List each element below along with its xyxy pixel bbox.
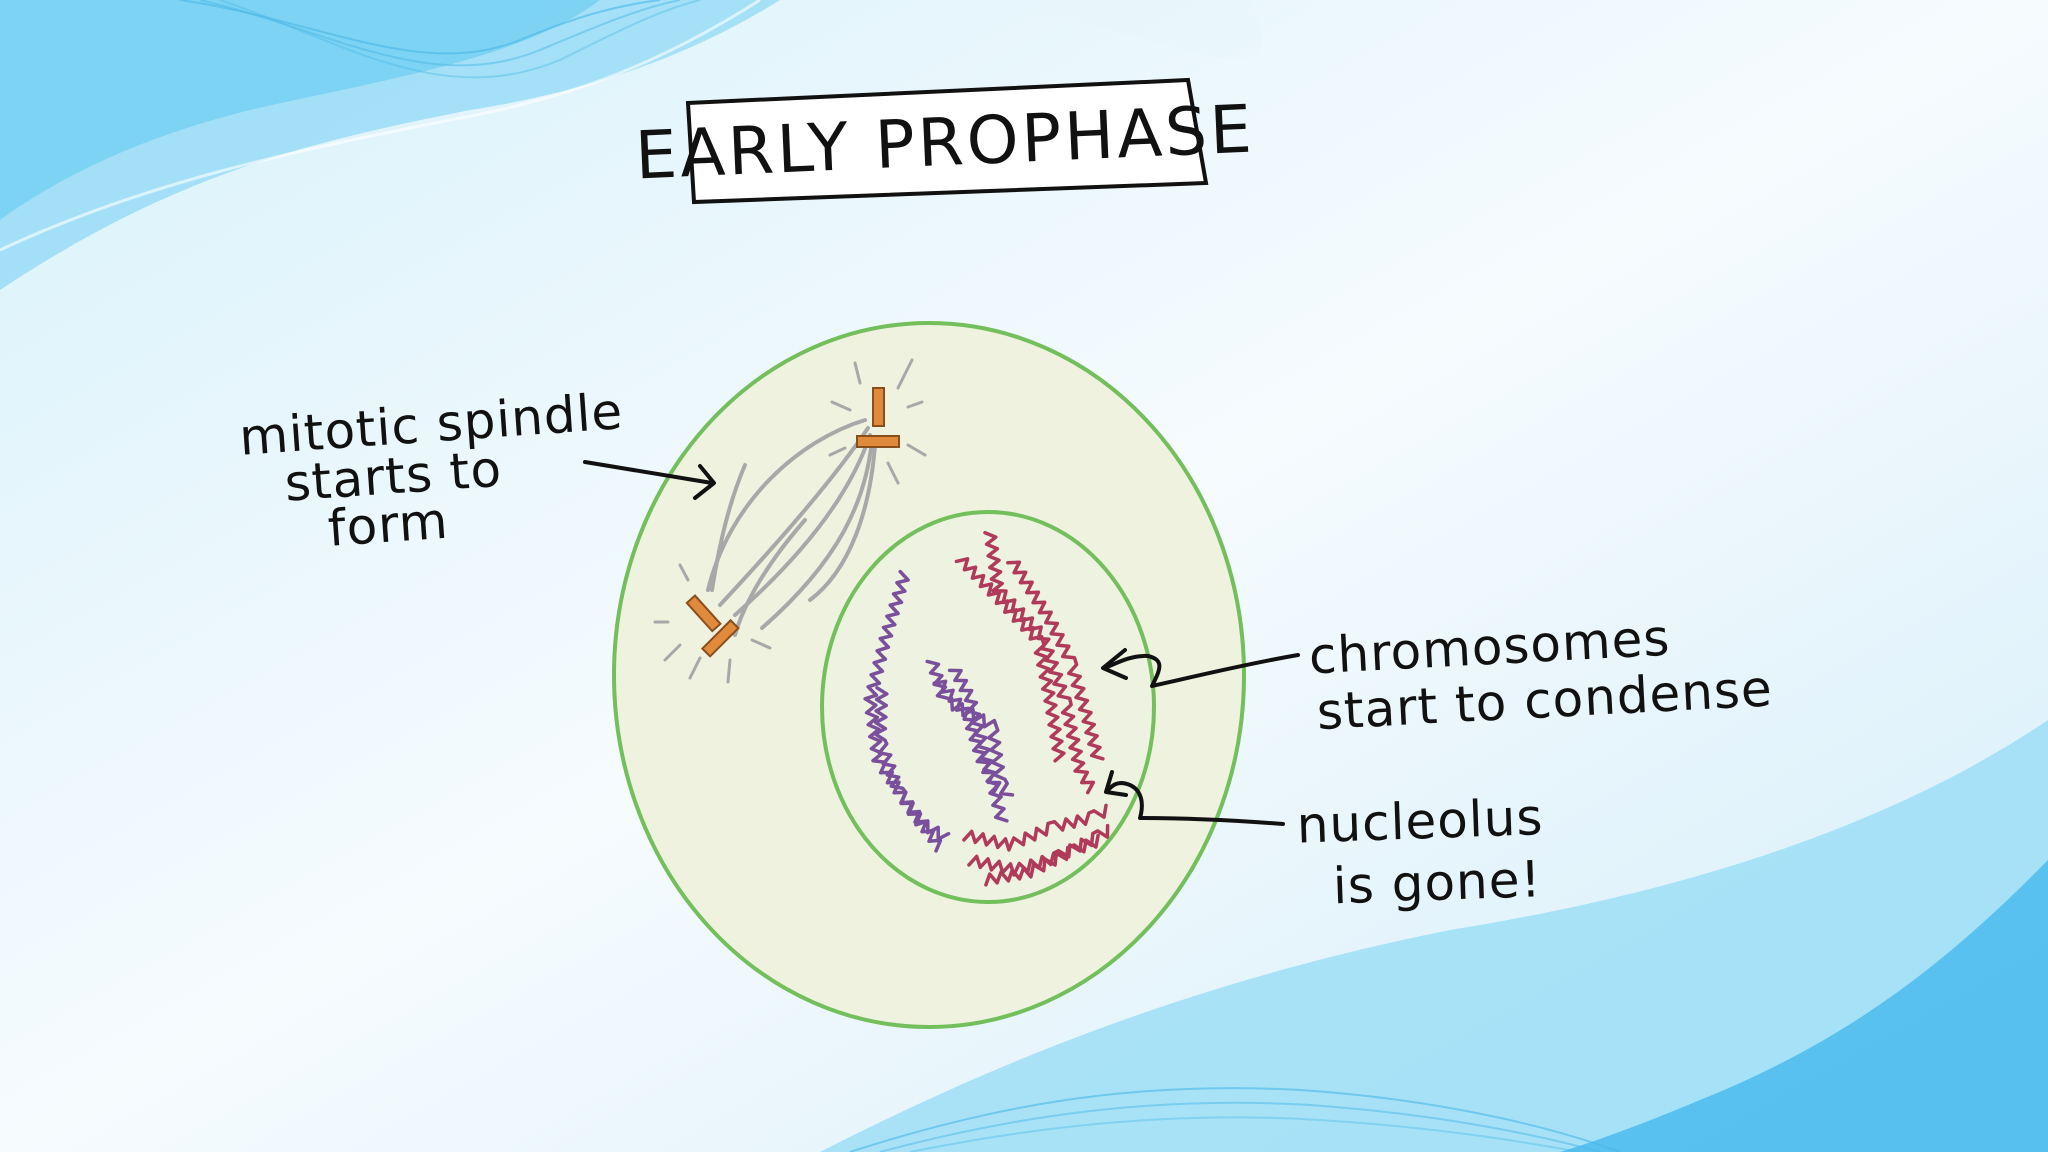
chromosome-strand <box>984 833 1100 887</box>
nucleolus-arrow <box>1104 770 1285 826</box>
chromosomes-purple <box>863 569 1015 853</box>
chromosomes-red <box>954 530 1110 887</box>
nucleolus-label: nucleolus is gone! <box>1296 788 1545 915</box>
nucleolus-label-line-1: nucleolus <box>1296 788 1545 855</box>
chromosome-strand <box>932 679 1002 795</box>
nucleolus-label-line-2: is gone! <box>1332 850 1543 915</box>
chromosomes-arrow <box>1101 648 1300 688</box>
aster-bottom <box>653 563 772 684</box>
chromosome-strand <box>925 659 1015 797</box>
title-box: EARLY PROPHASE <box>634 77 1256 205</box>
bottom-right-wave <box>820 720 2048 1152</box>
aster-top <box>828 358 927 485</box>
chromosome-strand <box>873 686 951 841</box>
chromosome-strand <box>962 803 1108 852</box>
chromosomes-label: chromosomes start to condense <box>1307 609 1774 742</box>
spindle-arrow <box>583 460 716 500</box>
spindle-label-line-3: form <box>326 492 450 558</box>
top-left-wave <box>0 0 1262 290</box>
chromosome-strand <box>954 557 1066 763</box>
chromosome-strand <box>1006 560 1105 761</box>
chromosome-strand <box>983 530 1096 795</box>
centrosome-bottom <box>685 594 740 658</box>
centrosome-top <box>856 387 900 448</box>
